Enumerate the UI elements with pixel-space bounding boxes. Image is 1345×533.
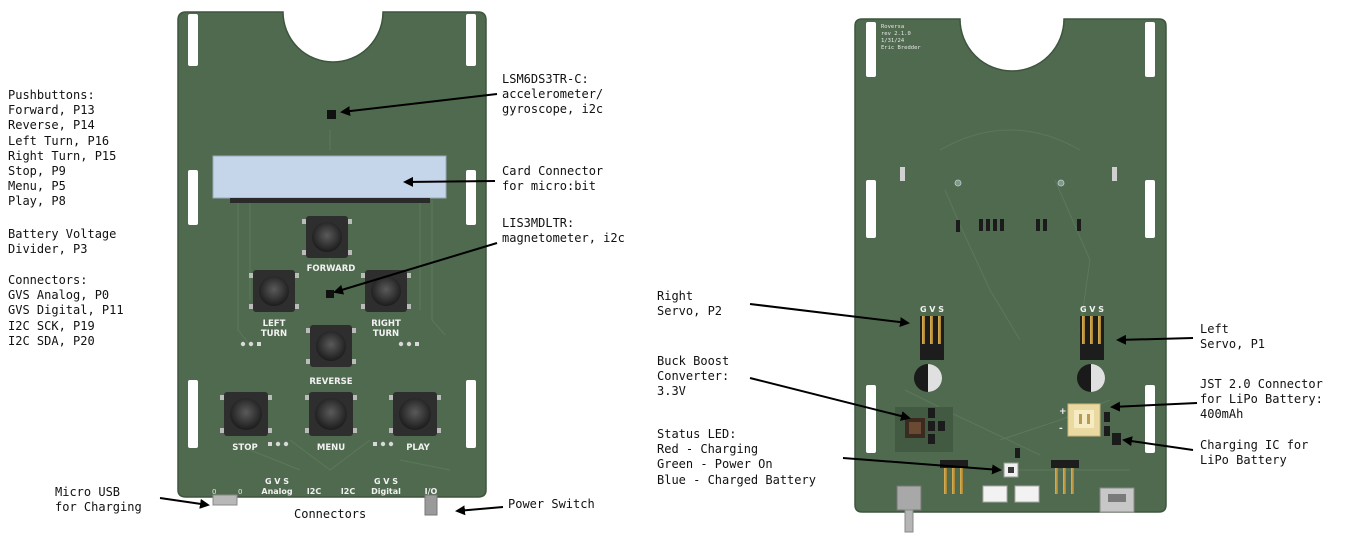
silk-right-1: RIGHT <box>371 319 401 329</box>
buck-boost-converter <box>895 407 953 452</box>
silk-rev-1: Roversa <box>881 24 904 30</box>
silk-rev-3: 1/31/24 <box>881 38 905 44</box>
label-status-led: Status LED: Red - Charging Green - Power… <box>657 427 816 488</box>
label-micro-usb: Micro USB for Charging <box>55 485 142 515</box>
arrow-power <box>457 507 503 511</box>
front-power-switch <box>425 495 437 515</box>
label-battery-divider: Battery Voltage Divider, P3 <box>8 227 116 257</box>
label-right-servo: Right Servo, P2 <box>657 289 722 319</box>
silk-gvs-right: G V S <box>920 305 944 314</box>
label-buck-boost: Buck Boost Converter: 3.3V <box>657 354 729 400</box>
silk-plus: + <box>1059 407 1067 417</box>
label-card-connector: Card Connector for micro:bit <box>502 164 603 194</box>
silk-play: PLAY <box>406 443 430 453</box>
i2c-connector-2 <box>1015 486 1039 502</box>
silk-io: I/O <box>425 487 438 496</box>
label-connectors: Connectors <box>294 507 366 522</box>
label-power-switch: Power Switch <box>508 497 595 512</box>
silk-menu: MENU <box>317 443 345 453</box>
silk-reverse: REVERSE <box>309 377 352 387</box>
front-board: FORWARD LEFT TURN RIGHT TURN REVERSE STO… <box>178 12 486 515</box>
silk-analog: Analog <box>261 487 293 496</box>
silk-gvs-left: G V S <box>1080 305 1104 314</box>
silk-right-2: TURN <box>373 329 399 339</box>
silk-zero-2: 0 <box>238 488 242 496</box>
button-play <box>389 392 441 436</box>
left-servo-header <box>1080 316 1104 360</box>
capacitor-right <box>914 364 942 392</box>
imu-chip <box>327 110 336 119</box>
i2c-connector-1 <box>983 486 1007 502</box>
silk-forward: FORWARD <box>307 264 356 274</box>
silk-rev-4: Eric Bredder <box>881 45 921 51</box>
front-usb-port <box>213 495 237 505</box>
back-switch-lever <box>905 510 913 532</box>
silk-i2c-1: I2C <box>307 487 322 496</box>
silk-stop: STOP <box>232 443 257 453</box>
silk-i2c-2: I2C <box>341 487 356 496</box>
silk-left-2: TURN <box>261 329 287 339</box>
charging-ic <box>1112 433 1121 445</box>
back-power-switch <box>897 486 921 510</box>
silk-zero-1: 0 <box>212 488 216 496</box>
silk-minus: - <box>1059 424 1063 434</box>
label-left-servo: Left Servo, P1 <box>1200 322 1265 352</box>
mag-chip <box>326 290 334 298</box>
silk-gvs-digital: G V S <box>374 477 398 486</box>
right-servo-header <box>920 316 944 360</box>
label-connectors-list: Connectors: GVS Analog, P0 GVS Digital, … <box>8 273 124 349</box>
back-board: Roversa rev 2.1.0 1/31/24 Eric Bredder G… <box>855 19 1166 532</box>
silk-rev-2: rev 2.1.0 <box>881 31 911 37</box>
jst-connector <box>1068 404 1100 436</box>
silk-gvs-analog: G V S <box>265 477 289 486</box>
label-charging-ic: Charging IC for LiPo Battery <box>1200 438 1308 468</box>
silk-left-1: LEFT <box>263 319 286 329</box>
label-jst-connector: JST 2.0 Connector for LiPo Battery: 400m… <box>1200 377 1323 423</box>
button-left-turn <box>249 270 299 312</box>
label-magnetometer: LIS3MDLTR: magnetometer, i2c <box>502 216 625 246</box>
button-menu <box>305 392 357 436</box>
capacitor-left <box>1077 364 1105 392</box>
back-resistor-1 <box>1104 412 1110 422</box>
button-reverse <box>306 325 356 367</box>
back-resistor-2 <box>1104 426 1110 436</box>
arrow-card <box>405 181 495 182</box>
button-forward <box>302 216 352 258</box>
arrow-usb <box>160 498 208 505</box>
silk-digital: Digital <box>371 487 401 496</box>
card-connector-lcd <box>213 156 446 198</box>
back-usb-opening <box>1108 494 1126 502</box>
label-pushbuttons: Pushbuttons: Forward, P13 Reverse, P14 L… <box>8 88 116 210</box>
label-imu: LSM6DS3TR-C: accelerometer/ gyroscope, i… <box>502 72 603 118</box>
card-connector-pins <box>230 198 430 203</box>
button-stop <box>220 392 272 436</box>
